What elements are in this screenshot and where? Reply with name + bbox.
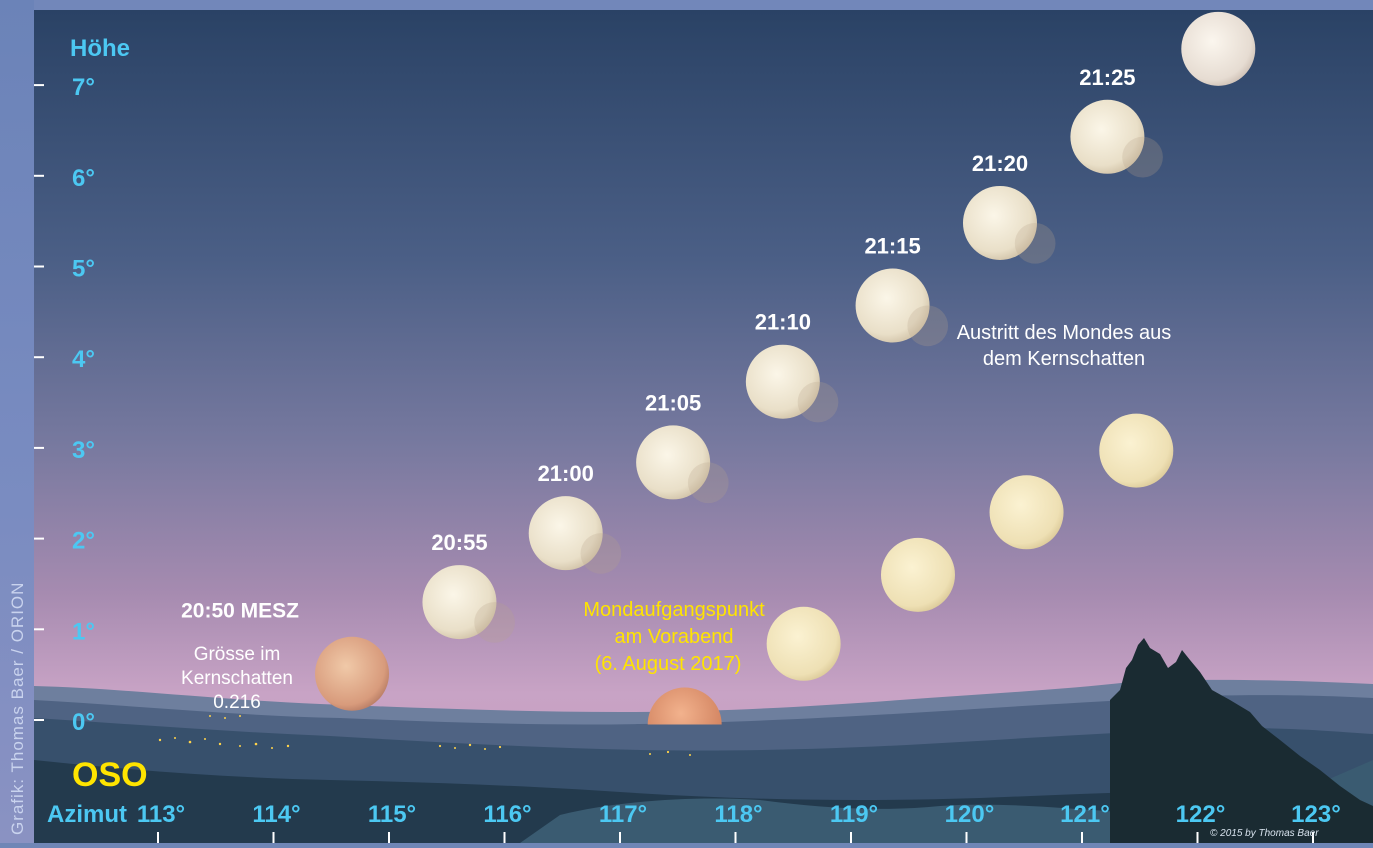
x-tick-label: 116° bbox=[483, 801, 531, 828]
x-tick-label: 119° bbox=[830, 801, 878, 828]
credit-strip: Grafik: Thomas Baer / ORION bbox=[0, 0, 34, 843]
top-border bbox=[0, 0, 1373, 10]
eclipse-diagram: 0° 1° 2° 3° 4° 5° 6° 7° 113° 114° 115° 116° 117° 118… bbox=[34, 10, 1373, 843]
x-tick-label: 115° bbox=[368, 801, 416, 828]
x-tick-label: 120° bbox=[945, 801, 995, 828]
eclipse-moon-disc bbox=[1181, 11, 1256, 86]
credit-text: Grafik: Thomas Baer / ORION bbox=[8, 581, 27, 835]
umbra-shade bbox=[474, 602, 515, 643]
rise-line1: Mondaufgangspunkt bbox=[583, 599, 765, 621]
moonrise-note: Mondaufgangspunkt am Vorabend (6. August… bbox=[583, 599, 765, 675]
y-tick-label: 5° bbox=[72, 256, 95, 283]
umbra-shade bbox=[1014, 222, 1056, 264]
exit-line2: dem Kernschatten bbox=[983, 348, 1145, 370]
tree-silhouette bbox=[1110, 638, 1373, 843]
eclipse-track: 20:50 MESZ 20:55 21:00 21:05 21:10 21:15 21:20… bbox=[181, 11, 1256, 711]
landscape bbox=[34, 638, 1373, 843]
y-tick-label: 1° bbox=[72, 618, 95, 645]
umbra-shade bbox=[907, 305, 949, 347]
x-tick-label: 122° bbox=[1176, 801, 1226, 828]
first-size-line1: Grösse im bbox=[194, 644, 281, 665]
first-moon-note: Grösse im Kernschatten 0.216 bbox=[181, 644, 293, 713]
exit-note: Austritt des Mondes aus dem Kernschatten bbox=[957, 322, 1172, 370]
exit-line1: Austritt des Mondes aus bbox=[957, 322, 1172, 344]
eclipse-moon-disc bbox=[315, 636, 390, 711]
umbra-shade bbox=[797, 381, 839, 423]
diagram-svg: 0° 1° 2° 3° 4° 5° 6° 7° 113° 114° 115° 116° 117° 118… bbox=[34, 10, 1373, 843]
y-tick-label: 3° bbox=[72, 437, 95, 464]
x-tick-label: 117° bbox=[599, 801, 647, 828]
moonrise-disc bbox=[766, 606, 841, 681]
moonrise-disc bbox=[647, 687, 722, 725]
x-tick-label: 118° bbox=[714, 801, 762, 828]
x-tick-label: 121° bbox=[1060, 801, 1110, 828]
first-size-line2: Kernschatten bbox=[181, 668, 293, 689]
eclipse-time-label: 21:05 bbox=[645, 390, 701, 415]
eclipse-time-label: 21:00 bbox=[538, 461, 594, 486]
y-tick-label: 2° bbox=[72, 528, 95, 555]
umbra-shade bbox=[1122, 136, 1163, 178]
umbra-shade bbox=[580, 533, 622, 574]
y-tick-label: 4° bbox=[72, 346, 95, 373]
eclipse-moon-disc bbox=[962, 185, 1037, 260]
moonrise-track bbox=[647, 413, 1174, 725]
first-size-value: 0.216 bbox=[213, 692, 261, 713]
eclipse-moon-disc bbox=[422, 565, 497, 640]
x-axis-title: Azimut bbox=[47, 801, 127, 828]
rise-line3: (6. August 2017) bbox=[595, 653, 742, 675]
eclipse-time-label: 21:20 bbox=[972, 151, 1028, 176]
y-tick-label: 6° bbox=[72, 165, 95, 192]
eclipse-moon-disc bbox=[636, 425, 711, 500]
copyright-note: © 2015 by Thomas Baer bbox=[1210, 828, 1319, 839]
moonrise-disc bbox=[880, 537, 955, 612]
y-tick-label: 7° bbox=[72, 74, 95, 101]
x-tick-label: 113° bbox=[137, 801, 185, 828]
eclipse-time-label: 20:50 MESZ bbox=[181, 600, 299, 623]
eclipse-moon-disc bbox=[855, 268, 930, 343]
eclipse-moon-disc bbox=[1070, 99, 1145, 174]
y-tick-label: 0° bbox=[72, 709, 95, 736]
x-tick-label: 123° bbox=[1291, 801, 1341, 828]
eclipse-time-label: 21:15 bbox=[864, 234, 920, 259]
eclipse-moon-disc bbox=[745, 344, 820, 419]
eclipse-moon-disc bbox=[528, 496, 603, 571]
moonrise-disc bbox=[989, 475, 1064, 550]
eclipse-time-label: 21:25 bbox=[1079, 65, 1135, 90]
x-tick-label: 114° bbox=[252, 801, 300, 828]
town-lights bbox=[158, 715, 691, 756]
eclipse-time-label: 21:10 bbox=[755, 310, 811, 335]
eclipse-time-label: 20:55 bbox=[431, 530, 487, 555]
rise-line2: am Vorabend bbox=[615, 626, 734, 648]
y-axis-title: Höhe bbox=[70, 35, 130, 62]
direction-label: OSO bbox=[72, 756, 148, 794]
umbra-shade bbox=[687, 462, 729, 504]
x-axis: 113° 114° 115° 116° 117° 118° 119° 120° 121° 122°… bbox=[137, 801, 1341, 843]
moonrise-disc bbox=[1099, 413, 1174, 488]
y-axis: 0° 1° 2° 3° 4° 5° 6° 7° bbox=[34, 74, 95, 736]
